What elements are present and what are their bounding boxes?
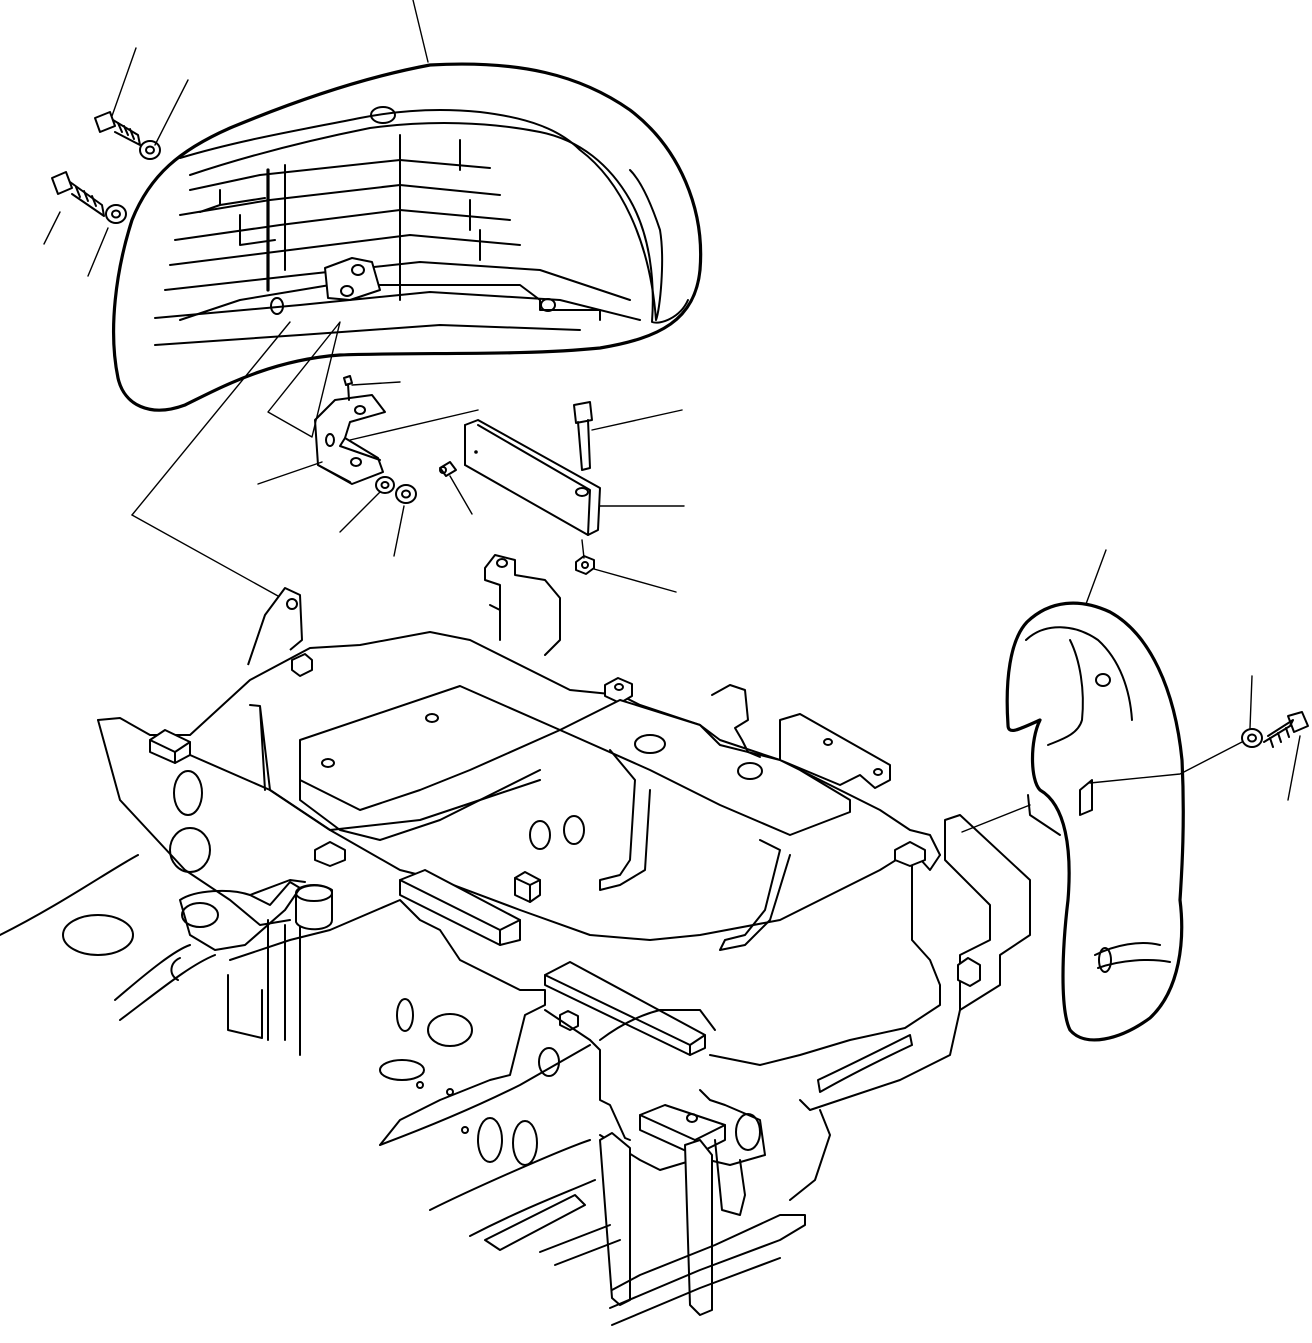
bolt-upper-left [94, 111, 141, 146]
rear-counterweight-cover [111, 62, 703, 412]
washer-right [1241, 728, 1263, 748]
side-cover [1005, 601, 1185, 1042]
small-screw [343, 375, 353, 401]
washer-bracket-1 [375, 476, 395, 494]
leader-lines [43, 0, 1301, 833]
nut [575, 555, 595, 575]
washer-upper-left [139, 140, 161, 160]
washer-bracket-2 [395, 484, 417, 504]
revolving-frame [0, 554, 1031, 1326]
bolt-right [1263, 711, 1309, 748]
bolt-left [51, 171, 105, 217]
washer-left [105, 204, 127, 224]
grease-fitting [439, 461, 457, 477]
long-bolt [573, 401, 593, 471]
bracket [314, 394, 386, 485]
spacer-block [464, 419, 601, 536]
